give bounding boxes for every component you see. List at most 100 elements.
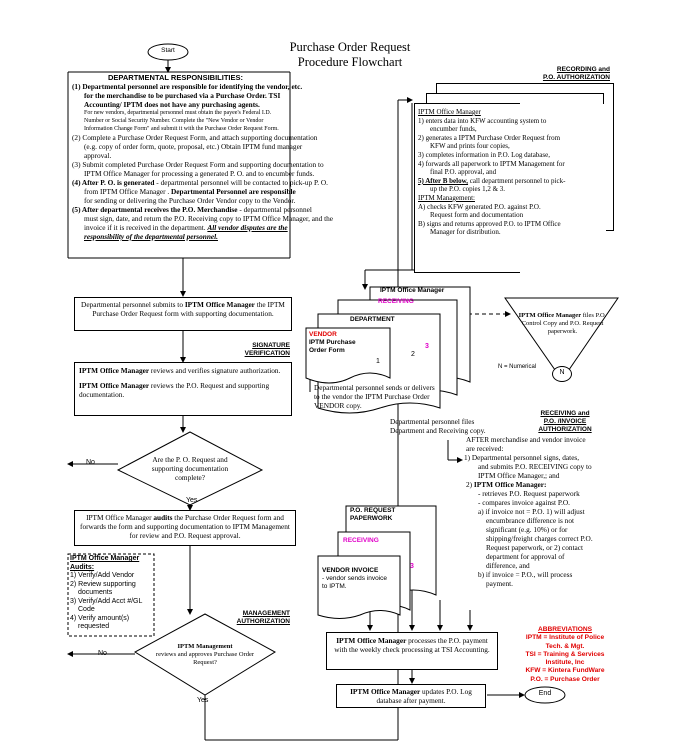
dept-item-4-bold: (4) After P. O. is generated (72, 178, 155, 187)
start-label: Start (161, 47, 175, 54)
triangle-text: IPTM Office Manager files P.O. Control C… (515, 312, 610, 336)
audits-item: 4) Verify amount(s) (70, 614, 130, 622)
dept-item-2b: (e.g. copy of order form, quote, proposa… (84, 142, 303, 151)
mgmt-auth-line-2: AUTHORIZATION (236, 618, 290, 625)
audits-heading-1: IPTM Office Manager (70, 555, 140, 562)
audits-item: Code (78, 606, 95, 613)
dept-item-4b-pre: from IPTM Office Manager . (84, 187, 171, 196)
dept-item-4-rest: - departmental personnel will be contact… (154, 178, 328, 187)
audit-pre: IPTM Office Manager (86, 513, 154, 522)
process-rest: processes the P.O. payment with the week… (334, 636, 490, 654)
title-line-1: Purchase Order Request (289, 40, 411, 54)
abbrev-line: Tech. & Mgt. (545, 642, 585, 650)
verify-p1-rest: reviews and verifies signature authoriza… (149, 366, 281, 375)
vendor-form-text: VENDOR IPTM Purchase Order Form (309, 331, 369, 355)
dept-item-1c: Accounting/ IPTM does not have any purch… (84, 100, 260, 109)
po-request-label: P.O. REQUEST (350, 507, 396, 514)
dept-item-5b: must sign, date, and return the P.O. Rec… (84, 214, 334, 223)
end-terminator (524, 686, 566, 704)
audits-heading-2: Audits: (70, 563, 95, 571)
after-line: encumbrance difference is not (486, 516, 574, 525)
dept-item-3a: (3) Submit completed Purchase Order Requ… (72, 160, 324, 169)
vendor-invoice-text: VENDOR INVOICE - vendor sends invoice to… (322, 567, 392, 591)
audits-item: 3) Verify/Add Acct #/GL (70, 597, 143, 605)
docs-office-mgr-label: IPTM Office Manager (380, 287, 445, 294)
sends-vendor-copy-text: Departmental personnel sends or delivers… (314, 383, 435, 410)
ri-line-2: P.O. /INVOICE (543, 418, 587, 425)
dept-item-4b-bold: Departmental Personnel are responsible (171, 187, 296, 196)
after-line: difference, and (486, 561, 530, 570)
dept-item-5d: responsibility of the departmental perso… (84, 232, 218, 241)
audits-item: documents (78, 589, 113, 596)
audit-box: IPTM Office Manager audits the Purchase … (74, 510, 296, 546)
title-line-2: Procedure Flowchart (297, 55, 403, 69)
submit-request-box: Departmental personnel submits to IPTM O… (74, 297, 292, 331)
after-line: AFTER merchandise and vendor invoice (466, 435, 586, 444)
departmental-responsibilities: DEPARTMENTAL RESPONSIBILITIES: (1) Depar… (72, 73, 388, 241)
triangle-rest: files P.O. Control Copy and P.O. Request… (521, 312, 607, 335)
process-payment-box: IPTM Office Manager processes the P.O. p… (326, 632, 498, 670)
dept-item-1b: for the merchandise to be purchased via … (84, 91, 281, 100)
dept-item-5-bold: (5) After departmental receives the P.O.… (72, 205, 238, 214)
dept-item-5-rest: - departmental personnel (237, 205, 312, 214)
ri-line-1: RECEIVING and (540, 410, 590, 417)
after-line: are received: (466, 444, 504, 453)
audits-item: requested (78, 623, 110, 630)
recording-line-2: P.O. AUTHORIZATION (542, 74, 610, 81)
kfw-heading: IPTM Office Manager (418, 108, 481, 116)
po-receiving-label: RECEIVING (343, 537, 379, 544)
abbrev-line: KFW = Kintera FundWare (525, 667, 605, 675)
po-doc-number-3: 3 (410, 563, 414, 570)
decision2-text: reviews and approves Purchase Order Requ… (155, 651, 255, 666)
decision1-yes: Yes (186, 497, 198, 504)
dept-item-1a: (1) Departmental personnel are responsib… (72, 82, 303, 91)
kfw-mgmt-line: Request form and documentation (430, 211, 524, 220)
kfw-line: call department personnel to pick- (469, 176, 566, 185)
new-vendor-line-3: Information Change Form" and submit it w… (84, 126, 279, 132)
audits-item: 1) Verify/Add Vendor (70, 572, 135, 579)
kfw-box-text: IPTM Office Manager 1) enters data into … (418, 108, 604, 237)
doc-number-3: 3 (425, 343, 429, 350)
after-line: a) if invoice not = P.O. 1) will adjust (478, 507, 585, 516)
update-log-box: IPTM Office Manager updates P.O. Log dat… (336, 684, 486, 708)
docs-receiving-label: RECEIVING (378, 298, 414, 305)
abbrev-line: P.O. = Purchase Order (530, 675, 600, 683)
abbrev-line: Institute, Inc (545, 659, 585, 667)
decision-approval-text: IPTM Management reviews and approves Pur… (155, 643, 255, 667)
docs-department-label: DEPARTMENT (350, 316, 395, 323)
submit-box-rest: the IPTM Purchase Order Request form wit… (92, 300, 285, 318)
kfw-line: 4) forwards all paperwork to IPTM Manage… (418, 159, 565, 168)
vendor-invoice-desc: - vendor sends invoice to IPTM. (322, 575, 388, 590)
new-vendor-line-2: Number or Social Security Number. Comple… (84, 118, 264, 124)
after-line: - retrieves P.O. Request paperwork (478, 489, 580, 498)
after-line: shipping/freight charges correct P.O. (486, 534, 593, 543)
decision2-no: No (98, 650, 107, 657)
docs-vendor-label: VENDOR (309, 331, 337, 338)
triangle-bold: IPTM Office Manager (518, 312, 582, 319)
new-vendor-line-1: For new vendors, departmental personnel … (84, 110, 272, 116)
kfw-box-bg (416, 104, 606, 264)
after-line: Request paperwork, or 2) contact (486, 543, 584, 552)
submit-box-pre: Departmental personnel submits to (81, 300, 185, 309)
decision1-no: No (86, 459, 95, 466)
after-line: department for approval of (486, 552, 565, 561)
dept-item-2a: (2) Complete a Purchase Order Request Fo… (72, 133, 318, 142)
doc-number-2: 2 (411, 351, 415, 358)
update-bold: IPTM Office Manager (350, 687, 421, 696)
file-triangle (504, 297, 619, 381)
kfw-mgmt-line: Manager for distribution. (430, 228, 501, 237)
verify-p1-bold: IPTM Office Manager (79, 366, 150, 375)
vendor-invoice-label: VENDOR INVOICE (322, 567, 379, 574)
after-line: - compares invoice against P.O. (478, 498, 570, 507)
update-rest: updates P.O. Log database after payment. (376, 687, 472, 705)
n-marker: N (559, 369, 565, 376)
dept-item-2c: approval. (84, 151, 112, 160)
kfw-mgmt-line: A) checks KFW generated P.O. against P.O… (418, 202, 541, 211)
verify-box: IPTM Office Manager reviews and verifies… (74, 362, 292, 416)
management-authorization-label: MANAGEMENT AUTHORIZATION (215, 610, 290, 626)
mgmt-auth-line-1: MANAGEMENT (242, 610, 290, 617)
after-line: b) if invoice = P.O., will process (478, 570, 573, 579)
after-line-bold: IPTM Office Manager: (473, 480, 547, 489)
after-line: and submits P.O. RECEIVING copy to (478, 462, 592, 471)
